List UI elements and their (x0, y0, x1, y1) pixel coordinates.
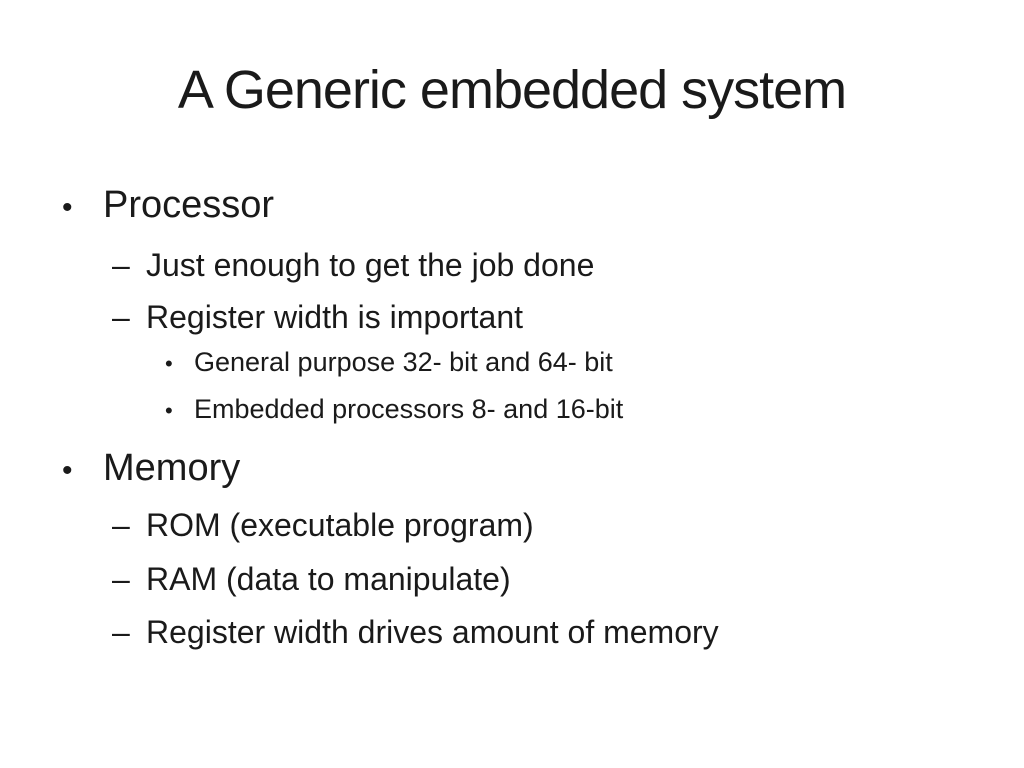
bullet-dot-icon: • (62, 190, 73, 224)
slide-title: A Generic embedded system (177, 60, 847, 120)
bullet-item: – Register width is important (0, 296, 1024, 338)
bullet-item: • General purpose 32- bit and 64- bit (0, 344, 1024, 382)
bullet-list: • Processor – Just enough to get the job… (0, 183, 1024, 653)
dash-marker-icon: – (112, 613, 130, 650)
bullet-item: – Just enough to get the job done (0, 244, 1024, 286)
bullet-text: RAM (data to manipulate) (146, 560, 511, 597)
bullet-text: Register width drives amount of memory (146, 613, 719, 650)
dash-marker-icon: – (112, 246, 130, 283)
bullet-item: • Embedded processors 8- and 16-bit (0, 391, 1024, 429)
bullet-item: – Register width drives amount of memory (0, 611, 1024, 653)
dash-marker-icon: – (112, 298, 130, 335)
bullet-dot-icon: • (165, 350, 173, 376)
bullet-item-memory: • Memory (0, 446, 1024, 493)
bullet-text: Register width is important (146, 298, 524, 335)
bullet-item-processor: • Processor (0, 183, 1024, 230)
bullet-text: Processor (103, 183, 275, 226)
bullet-dot-icon: • (165, 397, 173, 423)
bullet-text: Memory (103, 446, 241, 489)
bullet-text: Just enough to get the job done (146, 246, 595, 283)
bullet-text: Embedded processors 8- and 16-bit (194, 393, 624, 424)
bullet-text: General purpose 32- bit and 64- bit (194, 346, 613, 377)
bullet-dot-icon: • (62, 453, 73, 487)
bullet-text: ROM (executable program) (146, 506, 534, 543)
bullet-item: – RAM (data to manipulate) (0, 558, 1024, 600)
bullet-item: – ROM (executable program) (0, 504, 1024, 546)
dash-marker-icon: – (112, 506, 130, 543)
dash-marker-icon: – (112, 560, 130, 597)
